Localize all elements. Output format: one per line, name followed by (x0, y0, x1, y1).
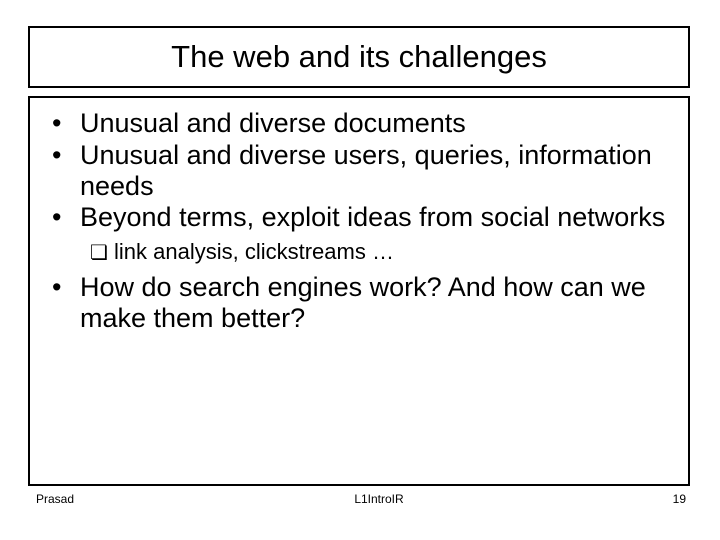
footer-author: Prasad (36, 492, 75, 506)
footer-page-number: 19 (672, 492, 686, 506)
bullet-marker-icon: • (52, 139, 62, 170)
list-item: • How do search engines work? And how ca… (38, 272, 676, 334)
slide-footer: Prasad L1IntroIR 19 (28, 492, 690, 516)
bullet-marker-icon: • (52, 202, 62, 233)
list-item: • Unusual and diverse documents (38, 108, 676, 139)
list-item: • Unusual and diverse users, queries, in… (38, 140, 676, 202)
bullet-list: • Unusual and diverse documents • Unusua… (38, 108, 676, 334)
box-bullet-icon: ❏ (90, 240, 108, 265)
list-item-text: Unusual and diverse documents (80, 108, 466, 138)
slide-body-box: • Unusual and diverse documents • Unusua… (28, 96, 690, 486)
list-item-text: Beyond terms, exploit ideas from social … (80, 202, 666, 233)
sub-list-item-text: link analysis, clickstreams … (114, 239, 394, 265)
sub-list-item: ❏ link analysis, clickstreams … (38, 239, 676, 264)
bullet-marker-icon: • (52, 272, 62, 303)
list-item-text: How do search engines work? And how can … (80, 272, 646, 334)
bullet-marker-icon: • (52, 108, 62, 138)
list-item-text: Unusual and diverse users, queries, info… (80, 139, 652, 201)
page-title: The web and its challenges (171, 38, 547, 74)
footer-subject: L1IntroIR (354, 492, 404, 506)
slide-title-box: The web and its challenges (28, 26, 690, 88)
list-item: • Beyond terms, exploit ideas from socia… (38, 202, 676, 233)
